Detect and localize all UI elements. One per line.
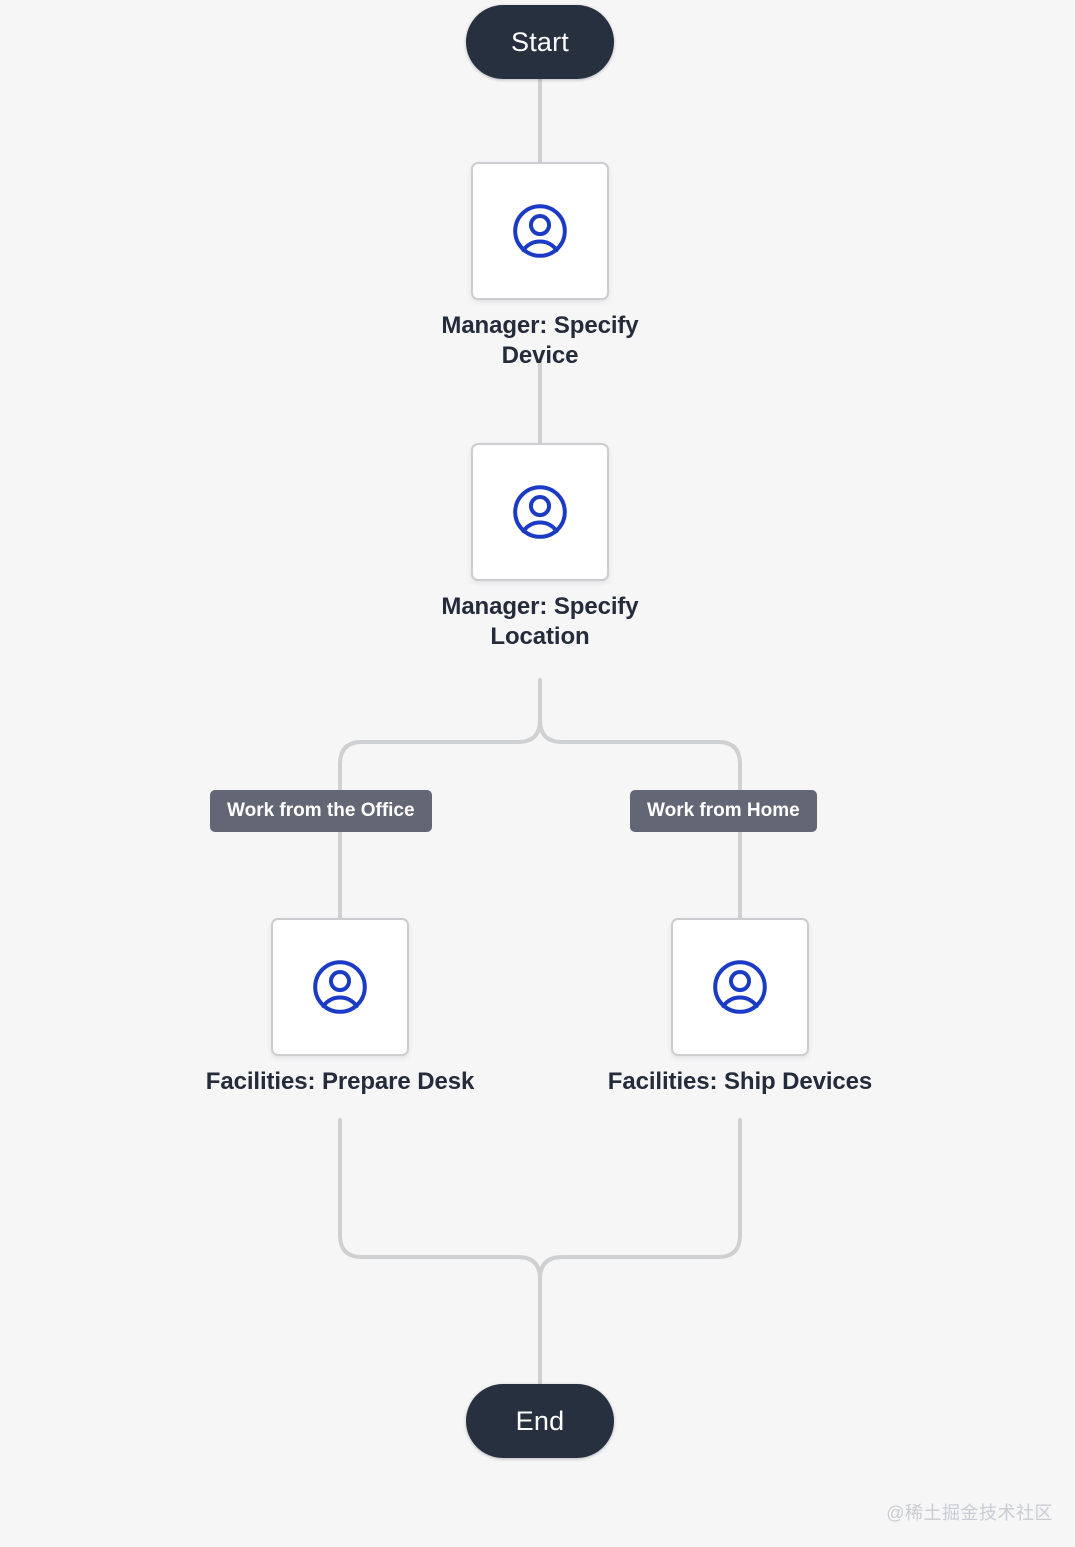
edge-label-work-from-home-text: Work from Home [647,800,800,821]
node-specify-device-label: Manager: Specify Device [441,312,639,369]
node-start-label: Start [510,26,570,57]
edge-ship-devices-to-end [538,1118,742,1387]
user-circle-icon [313,960,367,1014]
edge-split-left [338,718,542,792]
node-end-label: End [515,1405,565,1436]
node-ship-devices-box[interactable] [671,918,809,1056]
edge-label-work-from-the-office-text: Work from the Office [227,800,415,821]
node-specify-device[interactable]: Manager: Specify Device [401,162,679,371]
node-prepare-desk-box[interactable] [271,918,409,1056]
node-ship-devices[interactable]: Facilities: Ship Devices [570,918,910,1097]
user-circle-icon [513,485,567,539]
edge-split-right [538,718,742,792]
node-specify-device-box[interactable] [471,162,609,300]
node-specify-location-box[interactable] [471,443,609,581]
edge-prepare-desk-to-end [338,1118,542,1387]
node-ship-devices-label: Facilities: Ship Devices [607,1068,873,1095]
edge-label-work-from-home[interactable]: Work from Home [630,790,817,832]
watermark: @稀土掘金技术社区 [886,1503,1053,1523]
node-prepare-desk[interactable]: Facilities: Prepare Desk [170,918,510,1097]
user-circle-icon [713,960,767,1014]
node-end[interactable]: End [466,1384,614,1458]
user-circle-icon [513,204,567,258]
node-specify-location-label: Manager: Specify Location [441,593,639,650]
node-specify-location[interactable]: Manager: Specify Location [401,443,679,652]
node-start[interactable]: Start [466,5,614,79]
node-prepare-desk-label: Facilities: Prepare Desk [205,1068,475,1095]
edge-label-work-from-the-office[interactable]: Work from the Office [210,790,432,832]
